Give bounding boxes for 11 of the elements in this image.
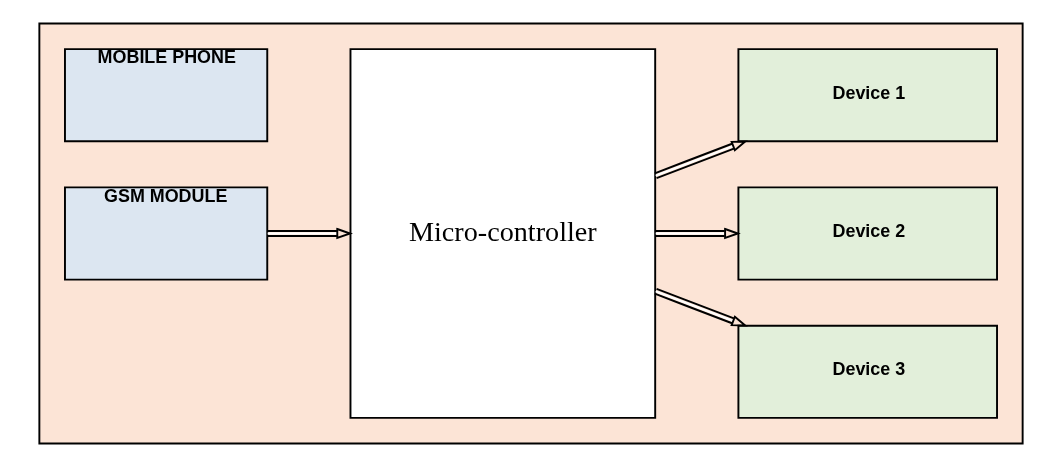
node-box: Device 3	[736, 324, 998, 419]
arrow	[653, 140, 748, 179]
node-box: Device 2	[736, 186, 998, 281]
arrow	[266, 227, 353, 240]
node-box: Micro-controller	[349, 48, 656, 419]
node-box: GSM MODULE	[63, 186, 268, 281]
cluster	[37, 22, 1024, 445]
node-box: MOBILE PHONE	[63, 48, 268, 143]
arrow	[653, 288, 748, 327]
arrow	[654, 227, 741, 240]
node-box: Device 1	[736, 48, 998, 143]
